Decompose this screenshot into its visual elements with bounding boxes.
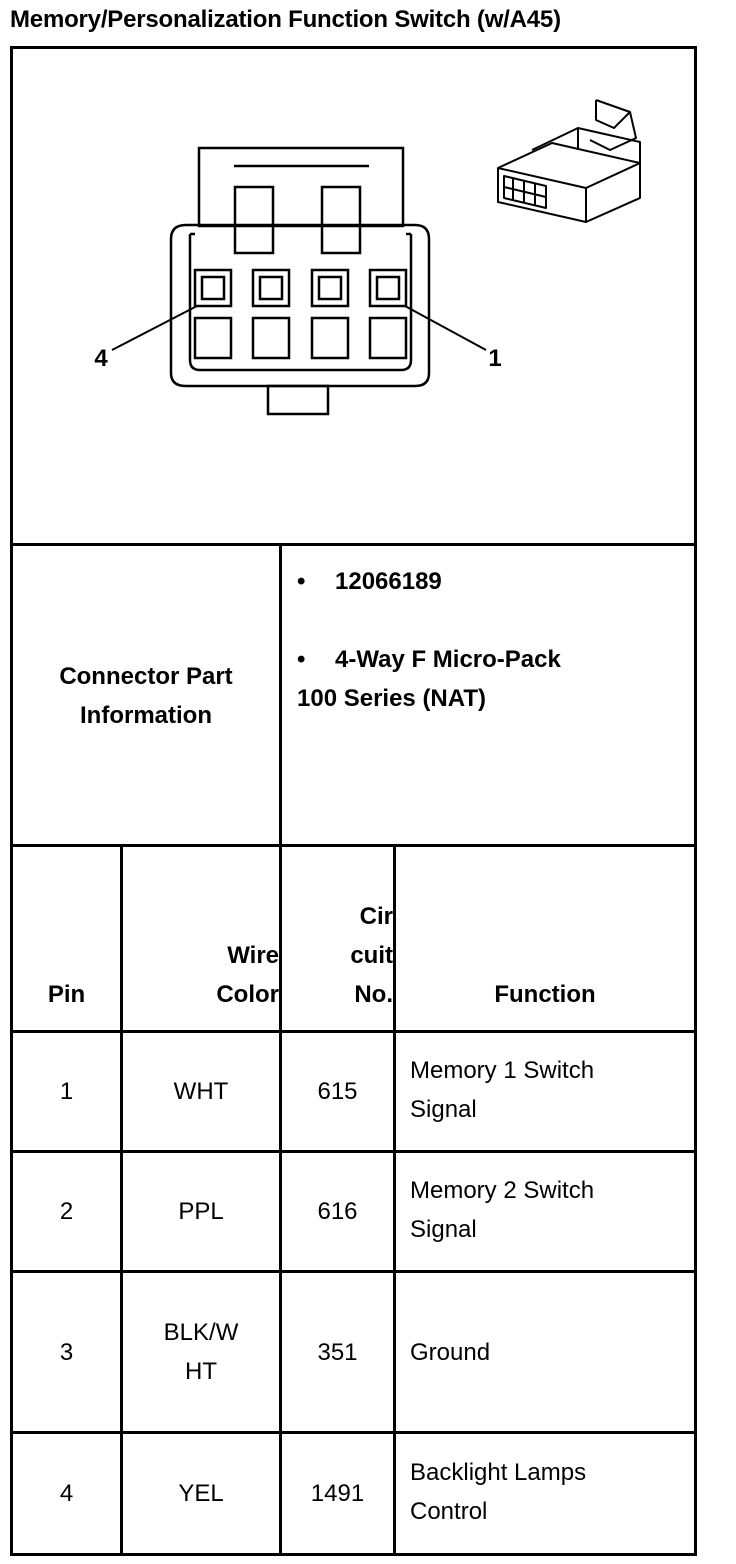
- vline-partinfo: [279, 543, 282, 847]
- vline-wire: [279, 844, 282, 1556]
- row1-circuit: 615: [317, 1078, 358, 1105]
- table-border-left: [10, 46, 13, 1556]
- connector-part-label: Connector Part Information: [13, 656, 279, 736]
- part-number: 12066189: [335, 568, 442, 595]
- row1-function: Memory 1 Switch Signal: [410, 1056, 595, 1123]
- vline-circuit: [393, 844, 396, 1556]
- row4-wire: YEL: [178, 1480, 224, 1507]
- page-title: Memory/Personalization Function Switch (…: [10, 6, 561, 33]
- divider-diagram: [10, 543, 697, 546]
- header-function: Function: [494, 981, 596, 1008]
- row1-wire: WHT: [173, 1078, 229, 1105]
- row3-circuit: 351: [317, 1338, 358, 1366]
- connector-face-diagram: [111, 99, 641, 416]
- row4-pin: 4: [59, 1480, 74, 1507]
- row2-function: Memory 2 Switch Signal: [410, 1176, 595, 1243]
- header-pin: Pin: [47, 981, 86, 1008]
- table-border-top: [10, 46, 697, 49]
- divider-partinfo: [10, 844, 697, 847]
- header-circuit-no: Cir cuit No.: [350, 903, 393, 1008]
- row3-function: Ground: [410, 1338, 491, 1366]
- bullet-icon: •: [297, 646, 306, 673]
- part-description-line2: 100 Series (NAT): [297, 685, 486, 712]
- vline-pin: [120, 844, 123, 1556]
- connector-3d-view: [497, 99, 641, 223]
- connector-part-label-line1: Connector Part: [59, 663, 233, 690]
- connector-part-label-line2: Information: [80, 702, 212, 729]
- row1-pin: 1: [59, 1078, 74, 1105]
- pin-label-4: 4: [94, 344, 108, 372]
- part-description-line1: 4-Way F Micro-Pack: [335, 646, 561, 673]
- row3-wire: BLK/W HT: [163, 1319, 239, 1385]
- divider-row2: [10, 1270, 697, 1273]
- table-border-bottom: [10, 1553, 697, 1556]
- bullet-icon: •: [297, 568, 306, 595]
- connector-part-details: • 12066189 • 4-Way F Micro-Pack 100 Series…: [297, 562, 561, 718]
- row4-function: Backlight Lamps Control: [410, 1458, 587, 1525]
- header-wire-color: Wire Color: [216, 942, 279, 1008]
- pin-label-1: 1: [488, 344, 502, 372]
- divider-row1: [10, 1150, 697, 1153]
- row4-circuit: 1491: [310, 1480, 365, 1507]
- divider-header: [10, 1030, 697, 1033]
- row2-wire: PPL: [178, 1198, 224, 1225]
- row2-circuit: 616: [317, 1198, 358, 1225]
- row3-pin: 3: [59, 1338, 74, 1366]
- table-border-right: [694, 46, 697, 1556]
- row2-pin: 2: [59, 1198, 74, 1225]
- divider-row3: [10, 1431, 697, 1434]
